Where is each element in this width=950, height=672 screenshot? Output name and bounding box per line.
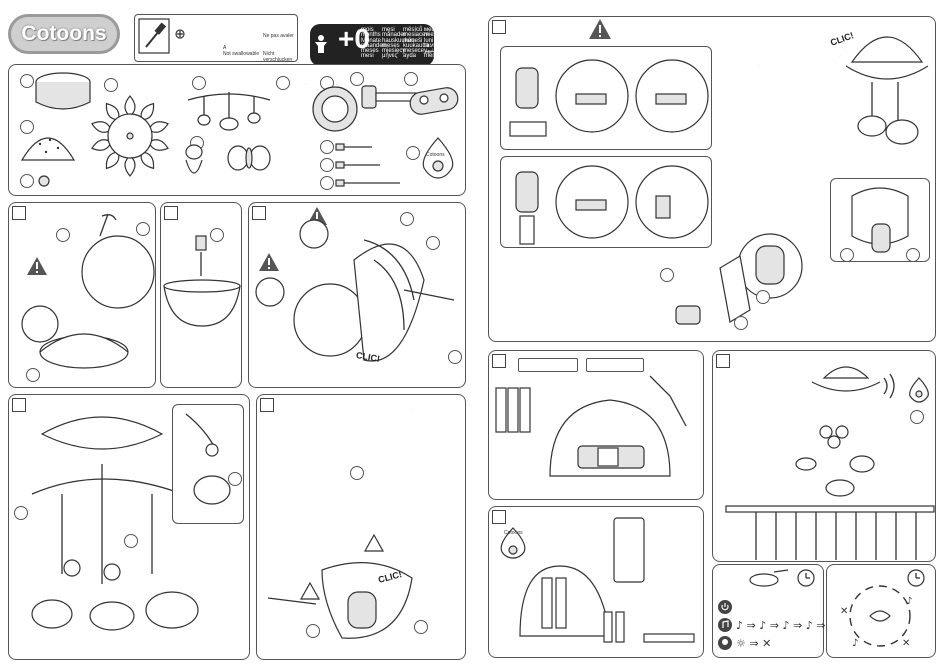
step6-num-c <box>660 268 674 282</box>
tools-note-4: Nicht verschlucken <box>263 51 297 63</box>
remote-brand-label: Cotoons <box>426 152 445 158</box>
music-note-icon <box>718 618 732 632</box>
step4-num-b <box>124 534 138 548</box>
timer-cycle-diagram: ✕ ♪ ♪ ✕ <box>832 574 932 654</box>
remote-control-part <box>418 136 458 180</box>
tools-note-1: Ne pas avaler <box>263 33 294 39</box>
brand-logo: Cotoons <box>8 14 120 54</box>
step-6-marker <box>492 20 506 34</box>
svg-text:✕: ✕ <box>902 638 910 649</box>
part-number-11 <box>320 140 334 154</box>
step4-num-c <box>228 472 242 486</box>
warning-triangle-icon <box>588 18 612 40</box>
svg-text:☼ ⇒ ✕: ☼ ⇒ ✕ <box>736 637 771 650</box>
sleeping-animal-icon <box>744 566 790 588</box>
mobile-arm-with-toys-part <box>184 80 274 144</box>
part-number-10 <box>404 72 418 86</box>
step5-num-b <box>306 624 320 638</box>
warning-triangle-icon <box>364 534 384 552</box>
crib-mobile-diagram <box>716 356 934 560</box>
step5-num-a <box>350 466 364 480</box>
step3-num-b <box>426 236 440 250</box>
clock-icon <box>796 568 816 588</box>
music-sequence-icons: ♪ ⇒ ♪ ⇒ ♪ ⇒ ♪ ⇒ ♪̸ <box>736 618 820 632</box>
step6-num-e <box>734 316 748 330</box>
svg-text:✕: ✕ <box>840 606 848 617</box>
tools-note-3: Not swallowable <box>223 51 259 57</box>
butterfly-toy-part <box>226 138 272 178</box>
step4-num-a <box>14 506 28 520</box>
projector-battery-diagram <box>490 366 700 496</box>
screw-long-part <box>336 178 406 188</box>
warning-triangle-icon <box>300 582 320 600</box>
screw-medium-part <box>336 160 386 170</box>
light-sequence-icons: ☼ ⇒ ✕ <box>736 636 806 650</box>
mount-plate-part <box>408 86 460 116</box>
svg-text:♪: ♪ <box>906 596 912 607</box>
step6-num-a <box>840 248 854 262</box>
step1-num-c <box>26 368 40 382</box>
step9-num-a <box>910 410 924 424</box>
step-3-marker <box>252 206 266 220</box>
part-number-3 <box>20 174 34 188</box>
projector-base-diagram <box>162 236 242 326</box>
clamp-ring-part <box>310 84 360 134</box>
screw-small-icon <box>175 29 185 39</box>
light-bulb-icon <box>718 636 732 650</box>
step5-num-c <box>414 620 428 634</box>
flower-base-part <box>88 94 172 178</box>
projector-shell-diagram <box>12 212 152 382</box>
small-knob-part <box>36 174 52 188</box>
step6-num-d <box>756 290 770 304</box>
toy-hook-detail <box>176 410 240 520</box>
child-figure-icon <box>314 35 328 53</box>
bee-toy-part <box>180 142 208 186</box>
screwdriver-icon <box>139 19 169 53</box>
age-col-4: месяцев miesiąc luni שבועות شهر mēnešiem <box>424 28 452 60</box>
projector-dome-part <box>34 72 92 114</box>
power-icon <box>718 600 732 614</box>
screw-short-part <box>336 142 376 152</box>
step3-num-a <box>400 212 414 226</box>
step1-num-b <box>136 222 150 236</box>
step6-num-b <box>906 248 920 262</box>
part-number-13 <box>320 176 334 190</box>
remote-small-icon <box>906 376 932 404</box>
remote-battery-diagram <box>500 516 700 642</box>
stem-install-diagram <box>262 402 462 652</box>
part-number-12 <box>320 158 334 172</box>
star-shell-part <box>20 126 76 166</box>
svg-text:♪ ⇒ ♪ ⇒ ♪ ⇒ ♪ ⇒ ♪̸: ♪ ⇒ ♪ ⇒ ♪ ⇒ ♪ ⇒ ♪̸ <box>736 619 836 632</box>
step-2-marker <box>164 206 178 220</box>
mobile-on-crib-diagram <box>650 26 850 326</box>
step3-num-c <box>448 350 462 364</box>
part-number-1 <box>20 74 34 88</box>
top-flower-mobile <box>842 22 932 152</box>
step1-num-a <box>56 228 70 242</box>
svg-text:♪: ♪ <box>852 638 858 649</box>
curved-stem-part <box>276 80 312 190</box>
tools-info-box: Ne pas avaler A Not swallowable Nicht ve… <box>134 14 298 62</box>
part-number-4 <box>104 78 118 92</box>
